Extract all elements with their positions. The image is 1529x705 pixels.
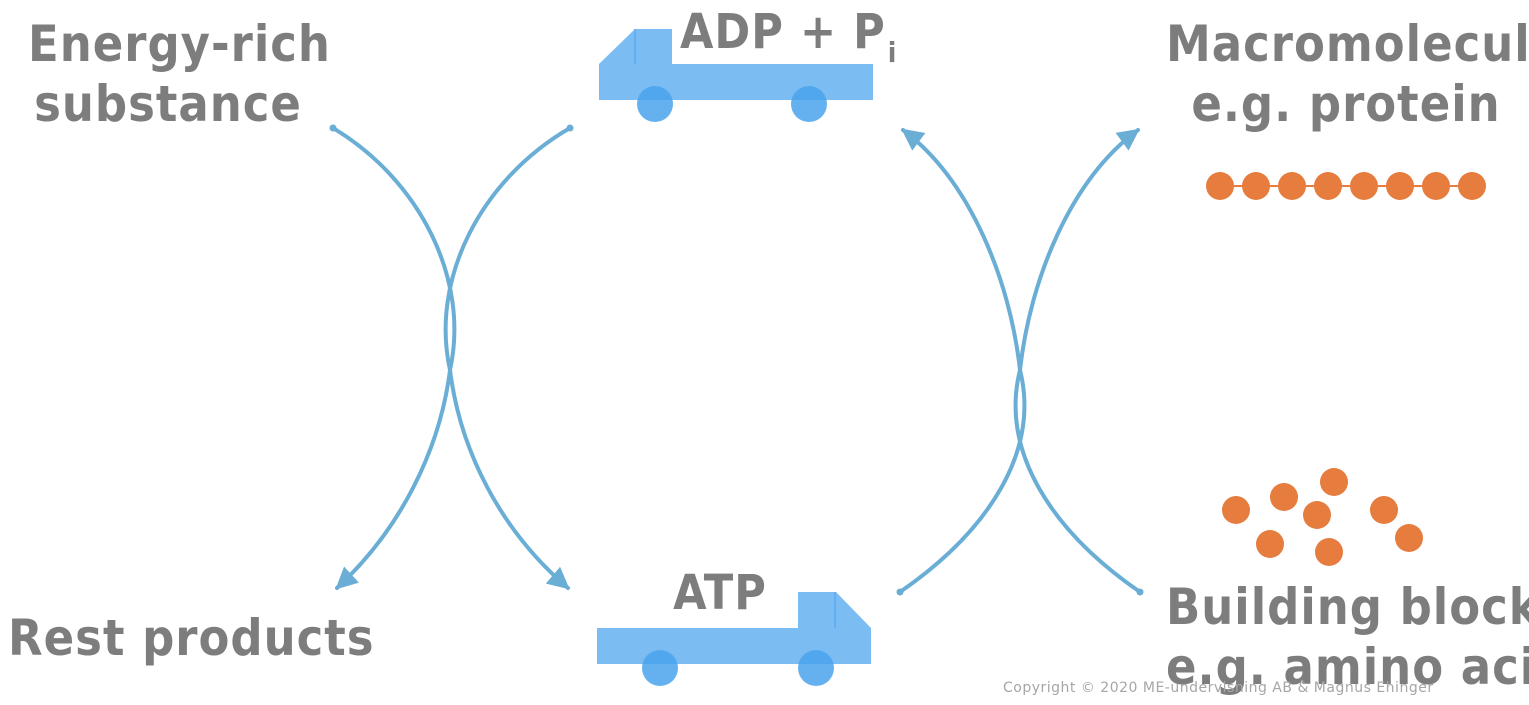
arrow-adp-to-atp [443,126,572,590]
copyright-notice: Copyright © 2020 ME-undervisning AB & Ma… [1003,680,1434,696]
energy-rich-line1: Energy-rich [28,15,331,73]
protein-chain-icon [1206,172,1486,200]
arrow-start-dot [329,124,337,132]
atp-label: ATP [673,565,767,621]
atp-truck-icon [597,592,871,686]
arrow-blocks-to-macromolecule [1013,128,1142,594]
arrow-atp-to-adp [898,128,1027,594]
arrow-start-dot [1136,588,1144,596]
energy-rich-substance-label: Energy-rich substance [28,14,331,134]
rest-products-label: Rest products [8,609,375,667]
building-blocks-label: Building blocks, e.g. amino acids [1166,577,1529,697]
macromolecule-line2: e.g. protein [1191,75,1501,133]
building-blocks-line2: e.g. amino acids [1166,638,1529,696]
energy-rich-line2: substance [34,75,302,133]
adp-pi-label: ADP + Pi [680,2,896,69]
adp-text: ADP + P [680,4,886,60]
amino-acids-icon [1222,468,1423,566]
arrow-energy-to-rest [331,126,457,590]
arrow-start-dot [566,124,574,132]
phosphate-subscript: i [887,36,898,69]
building-blocks-line1: Building blocks, [1166,578,1529,636]
arrow-start-dot [896,588,904,596]
adp-truck-icon [599,29,873,122]
